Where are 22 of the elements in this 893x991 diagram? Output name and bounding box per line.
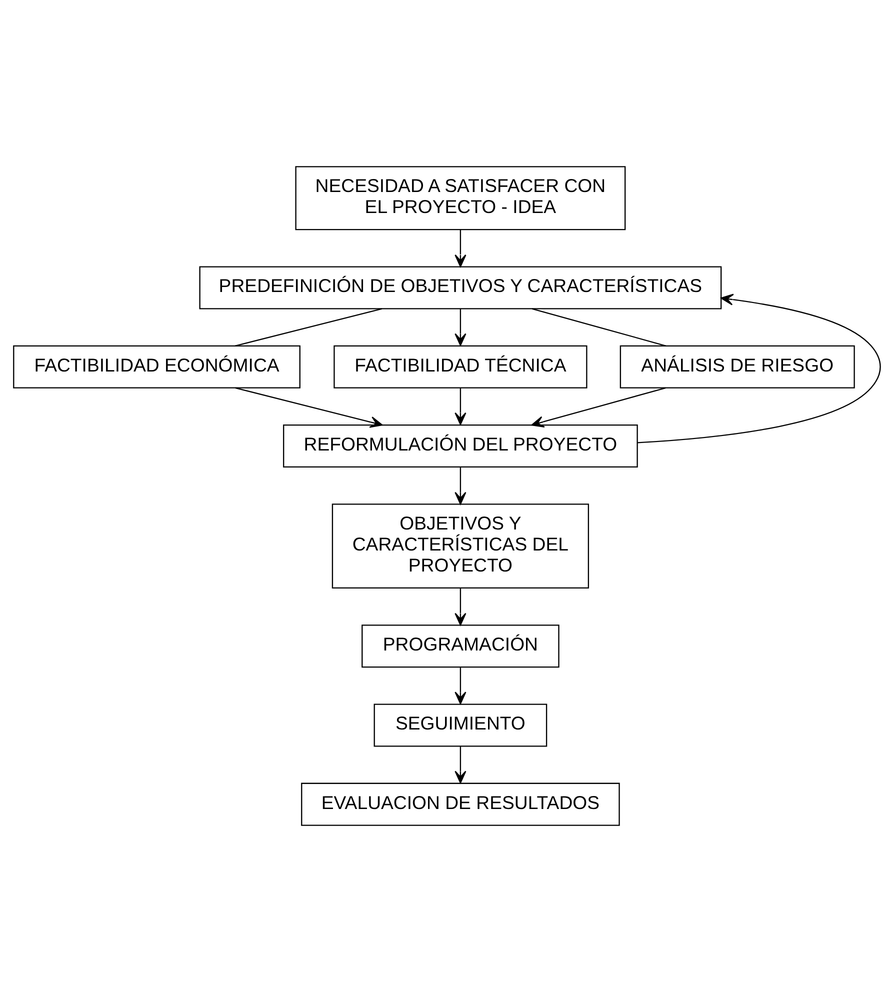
node-box: NECESIDAD A SATISFACER CON EL PROYECTO - IDEA [294, 166, 626, 230]
node-box: SEGUIMIENTO [373, 703, 547, 746]
arrow [530, 386, 666, 428]
connector [234, 308, 382, 346]
node-box: ANÁLISIS DE RIESGO [619, 344, 854, 388]
node-box: OBJETIVOS Y CARACTERÍSTICAS DEL PROYECTO [331, 503, 589, 588]
node-box: FACTIBILIDAD TÉCNICA [333, 344, 587, 388]
arrow [454, 388, 466, 425]
arrow [454, 666, 466, 704]
arrow [454, 229, 466, 267]
arrow [454, 466, 466, 504]
arrow [454, 588, 466, 626]
arrow [454, 308, 466, 346]
node-box: PROGRAMACIÓN [361, 624, 559, 668]
node-box: EVALUACION DE RESULTADOS [300, 782, 620, 826]
node-box: REFORMULACIÓN DEL PROYECTO [282, 424, 638, 467]
arrow [454, 746, 466, 783]
connector [531, 308, 666, 346]
node-box: FACTIBILIDAD ECONÓMICA [12, 344, 300, 388]
node-box: PREDEFINICIÓN DE OBJETIVOS Y CARACTERÍSTICAS [198, 266, 722, 309]
arrow [234, 386, 382, 428]
arrow [637, 293, 880, 443]
